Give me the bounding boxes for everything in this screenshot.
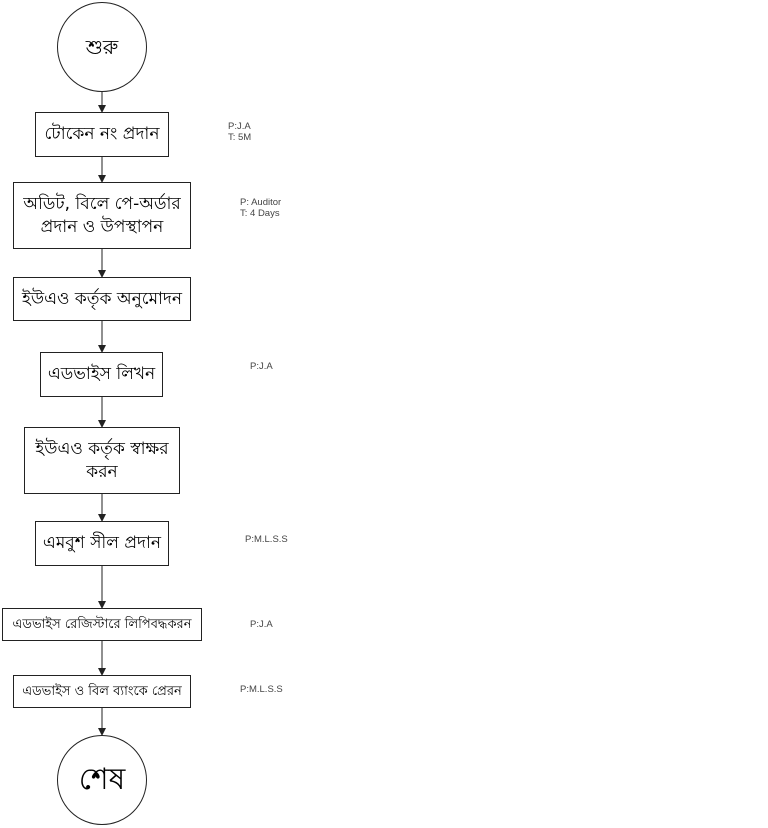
end-label: শেষ (78, 761, 126, 797)
step-label: টোকেন নং প্রদান (44, 124, 160, 145)
end-node: শেষ (57, 735, 147, 825)
step-label: এডভাইস রেজিস্টারে লিপিবদ্ধকরন (12, 616, 192, 632)
note-register-entry: P:J.A (250, 619, 273, 630)
step-uao-signature: ইউএও কর্তৃক স্বাক্ষর করন (24, 427, 180, 494)
start-node: শুরু (57, 2, 147, 92)
step-label: এডভাইস ও বিল ব্যাংকে প্রেরন (22, 683, 182, 699)
step-uao-approval: ইউএও কর্তৃক অনুমোদন (13, 277, 191, 321)
note-send-to-bank: P:M.L.S.S (240, 684, 283, 695)
note-token-issue: P:J.A T: 5M (228, 121, 252, 143)
step-emboss-seal: এমবুশ সীল প্রদান (35, 521, 169, 566)
step-label: অডিট, বিলে পে-অর্ডার প্রদান ও উপস্থাপন (23, 193, 181, 237)
start-label: শুরু (85, 34, 119, 59)
note-emboss-seal: P:M.L.S.S (245, 534, 288, 545)
note-audit-payorder: P: Auditor T: 4 Days (240, 197, 282, 219)
step-label: এমবুশ সীল প্রদান (42, 533, 162, 554)
step-label: ইউএও কর্তৃক অনুমোদন (21, 288, 183, 309)
step-label: এডভাইস লিখন (47, 364, 156, 385)
step-audit-payorder: অডিট, বিলে পে-অর্ডার প্রদান ও উপস্থাপন (13, 182, 191, 249)
step-register-entry: এডভাইস রেজিস্টারে লিপিবদ্ধকরন (2, 608, 202, 641)
step-advice-writing: এডভাইস লিখন (40, 352, 163, 397)
step-send-to-bank: এডভাইস ও বিল ব্যাংকে প্রেরন (13, 675, 191, 708)
step-label: ইউএও কর্তৃক স্বাক্ষর করন (35, 438, 169, 482)
step-token-issue: টোকেন নং প্রদান (35, 112, 169, 157)
note-advice-writing: P:J.A (250, 361, 273, 372)
